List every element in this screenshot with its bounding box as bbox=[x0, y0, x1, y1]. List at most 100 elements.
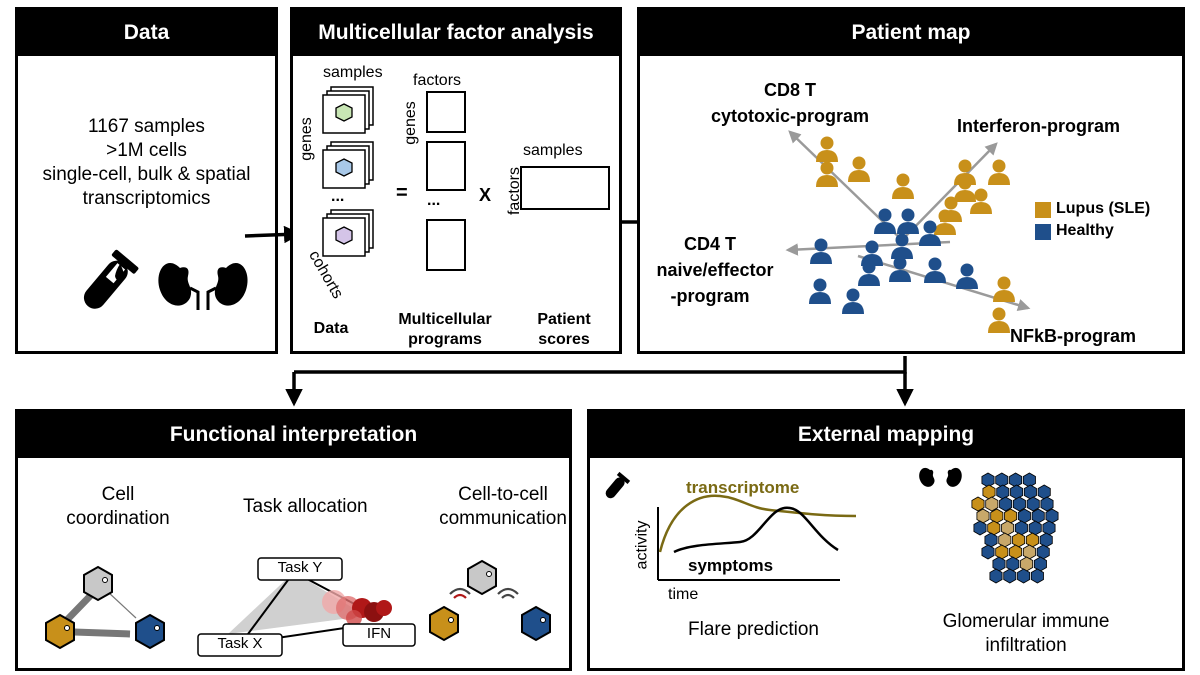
test-tube-icon bbox=[83, 249, 139, 309]
glomerular-hex-cell bbox=[976, 508, 990, 524]
legend-swatch-lupus bbox=[1035, 202, 1051, 218]
glomerular-hex-cell bbox=[1017, 568, 1031, 584]
cd4-label-1: CD4 T bbox=[683, 234, 736, 254]
patient-map-panel: Patient map CD8 T c bbox=[637, 7, 1185, 354]
arrow-map-split bbox=[294, 356, 907, 374]
symptoms-curve bbox=[673, 506, 839, 554]
test-tube-small-icon bbox=[605, 471, 631, 499]
cell-hex-icon bbox=[335, 226, 353, 245]
glomerular-hex-cell bbox=[1025, 532, 1039, 548]
nfkb-label: NFkB-program bbox=[1010, 326, 1137, 346]
patient-map-title: Patient map bbox=[640, 10, 1182, 56]
glomerular-hex-cell bbox=[1045, 508, 1059, 524]
mfa-equals: = bbox=[396, 182, 408, 204]
score-box bbox=[520, 166, 610, 210]
data-icons bbox=[83, 249, 248, 310]
transcriptome-curve bbox=[658, 494, 857, 553]
sample-stack-bottom bbox=[322, 209, 374, 257]
flare-prediction-label: Flare prediction bbox=[688, 619, 819, 640]
glomerular-hex-cell bbox=[1026, 496, 1040, 512]
communication-label-2: communication bbox=[439, 508, 567, 529]
time-axis-label: time bbox=[668, 586, 699, 603]
mfa-caption-programs: Multicellular programs bbox=[398, 311, 492, 348]
task-y-label: Task Y bbox=[277, 559, 323, 576]
ifn-label: IFN bbox=[366, 625, 392, 642]
communication-label-1: Cell-to-cell bbox=[458, 484, 548, 505]
data-panel-title: Data bbox=[18, 10, 275, 56]
cd8-label-2: cytotoxic-program bbox=[710, 106, 870, 126]
glomerular-hex-cell bbox=[1010, 484, 1024, 500]
lupus-cell-icon bbox=[45, 613, 75, 650]
activity-axis-label: activity bbox=[633, 520, 651, 570]
glomerular-hex-cell bbox=[1012, 532, 1026, 548]
glomerular-hex-cell bbox=[1039, 532, 1053, 548]
glomerular-hex-cell bbox=[981, 544, 995, 560]
mfa-caption-data: Data bbox=[313, 320, 349, 337]
task-allocation-label: Task allocation bbox=[243, 496, 368, 517]
mfa-caption-scores: Patient scores bbox=[537, 311, 591, 348]
kidney-icon bbox=[158, 263, 248, 310]
cell-coordination-label-2: coordination bbox=[66, 508, 170, 529]
data-line-3: single-cell, bulk & spatial bbox=[42, 164, 251, 185]
data-line-4: transcriptomics bbox=[82, 188, 211, 209]
mfa-panel: Multicellular factor analysis samples ge… bbox=[290, 7, 622, 354]
task-x-label: Task X bbox=[217, 635, 263, 652]
glomerular-hex-cell bbox=[1036, 544, 1050, 560]
glomerular-hex-cell bbox=[1022, 472, 1036, 488]
data-line-1: 1167 samples bbox=[88, 116, 205, 137]
lupus-cell-icon bbox=[429, 605, 459, 642]
factor-box-3 bbox=[426, 219, 466, 271]
axis-cd8 bbox=[788, 130, 903, 241]
flare-chart bbox=[657, 494, 857, 581]
cd4-label-2: naive/effector bbox=[656, 260, 774, 280]
glomerular-hex-cell bbox=[1042, 520, 1056, 536]
external-title: External mapping bbox=[590, 412, 1182, 458]
glomerular-hex-cell bbox=[982, 484, 996, 500]
glomerular-hex-cell bbox=[1031, 508, 1045, 524]
glomerular-hex-cell bbox=[981, 472, 995, 488]
legend-label-healthy: Healthy bbox=[1056, 222, 1114, 239]
glomerular-hex-cell bbox=[999, 496, 1013, 512]
factor-box-1 bbox=[426, 91, 466, 133]
symptoms-label: symptoms bbox=[688, 556, 774, 575]
task-allocation-simplex bbox=[197, 557, 416, 657]
external-panel: External mapping transcriptome symptoms … bbox=[587, 409, 1185, 671]
functional-panel: Functional interpretation Cell coordinat… bbox=[15, 409, 572, 671]
signal-waves-icon bbox=[449, 587, 519, 599]
glomerular-hex-cell bbox=[989, 568, 1003, 584]
cell-coordination-graph bbox=[45, 565, 165, 650]
cd8-label-1: CD8 T bbox=[763, 80, 816, 100]
glomerular-hex-cell bbox=[998, 532, 1012, 548]
glomerular-hex-cell bbox=[1009, 472, 1023, 488]
glomerular-hex-cell bbox=[1040, 496, 1054, 512]
axis-interferon bbox=[901, 142, 998, 241]
grey-cell-icon bbox=[83, 565, 113, 602]
glomerular-hex-cell bbox=[1003, 568, 1017, 584]
glomerular-hex-cell bbox=[992, 556, 1006, 572]
legend-label-lupus: Lupus (SLE) bbox=[1056, 200, 1151, 217]
healthy-cell-icon bbox=[135, 613, 165, 650]
mfa-data-dots: ... bbox=[331, 188, 345, 205]
mfa-samples-label-2: samples bbox=[523, 142, 583, 159]
healthy-patients bbox=[809, 208, 978, 314]
glomerular-hex-cell bbox=[1030, 568, 1044, 584]
cell-hex-icon bbox=[335, 103, 353, 122]
glomerular-hex-cell bbox=[1022, 544, 1036, 560]
functional-title: Functional interpretation bbox=[18, 412, 569, 458]
glomerular-hex-cell bbox=[1020, 556, 1034, 572]
glomerular-hex-cell bbox=[1012, 496, 1026, 512]
glomerular-hex-cell bbox=[987, 520, 1001, 536]
mfa-times: X bbox=[479, 185, 492, 205]
glomerular-hex-cell bbox=[1001, 520, 1015, 536]
data-panel: Data 1167 samples >1M cells single-cell,… bbox=[15, 7, 278, 354]
cell-hex-icon bbox=[335, 158, 353, 177]
glomerular-hex-cell bbox=[996, 484, 1010, 500]
glomerular-hex-cell bbox=[1037, 484, 1051, 500]
cd4-label-3: -program bbox=[670, 286, 750, 306]
ifn-cloud bbox=[322, 590, 392, 626]
glomerular-hex-cell bbox=[1006, 556, 1020, 572]
glomerular-hex-cell bbox=[985, 496, 999, 512]
glomerular-hex-grid bbox=[971, 472, 1059, 584]
glomerular-hex-cell bbox=[973, 520, 987, 536]
interferon-label: Interferon-program bbox=[957, 116, 1121, 136]
